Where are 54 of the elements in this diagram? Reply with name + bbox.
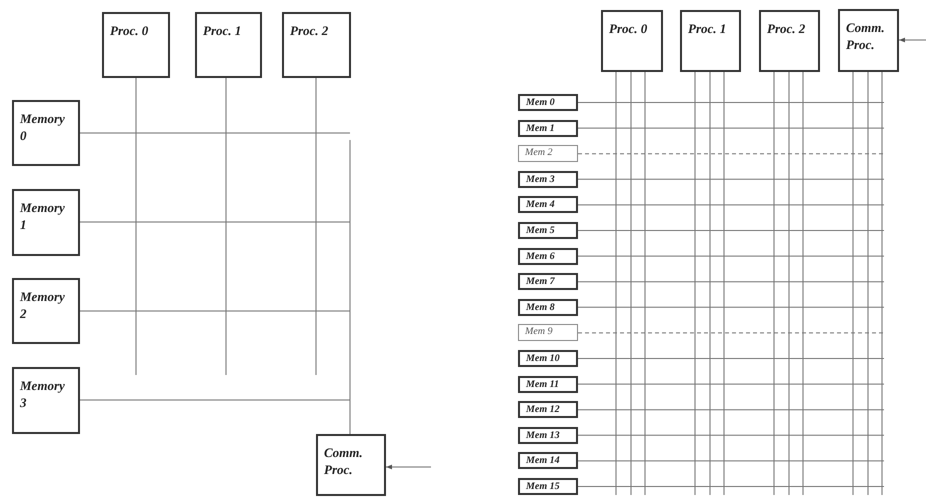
bus-line: [578, 332, 884, 334]
memory-box: Mem 0: [518, 94, 578, 111]
memory-box: Memory 3: [12, 367, 80, 434]
bus-line: [578, 128, 884, 129]
bus-line: [578, 434, 884, 436]
bus-line: [578, 256, 884, 257]
bus-line: [80, 132, 350, 134]
arrow: [898, 38, 926, 42]
processor-box: Proc. 2: [282, 12, 351, 78]
memory-box: Mem 11: [518, 376, 578, 393]
memory-box: Memory 0: [12, 100, 80, 166]
memory-box: Memory 2: [12, 278, 80, 344]
processor-box: Proc. 2: [759, 10, 820, 72]
bus-line: [802, 72, 804, 496]
bus-line: [852, 72, 854, 496]
bus-line: [694, 72, 696, 496]
bus-line: [578, 102, 884, 103]
bus-line: [578, 230, 884, 231]
processor-box: Comm. Proc.: [316, 434, 386, 496]
memory-box: Mem 13: [518, 426, 578, 444]
bus-line: [630, 72, 632, 496]
memory-box: Mem 2: [518, 145, 578, 162]
processor-box: Proc. 1: [195, 12, 262, 78]
memory-box: Mem 8: [518, 298, 578, 316]
memory-box: Mem 15: [518, 478, 578, 495]
bus-line: [644, 72, 646, 496]
arrow: [386, 464, 432, 470]
processor-box: Proc. 0: [102, 12, 170, 78]
memory-box: Mem 1: [518, 120, 578, 137]
bus-line: [80, 310, 350, 312]
bus-line: [578, 281, 884, 282]
memory-box: Mem 10: [518, 350, 578, 367]
memory-box: Mem 6: [518, 248, 578, 265]
processor-box: Comm. Proc.: [838, 9, 899, 72]
processor-box: Proc. 1: [680, 10, 741, 72]
memory-box: Mem 14: [518, 452, 578, 470]
memory-box: Mem 9: [518, 324, 578, 342]
bus-line: [578, 204, 884, 206]
processor-box: Proc. 0: [601, 10, 663, 72]
bus-line: [578, 486, 884, 487]
memory-box: Mem 4: [518, 196, 578, 214]
memory-box: Mem 12: [518, 401, 578, 418]
bus-line: [578, 153, 884, 154]
bus-line: [788, 72, 790, 496]
memory-box: Mem 3: [518, 170, 578, 188]
memory-box: Mem 5: [518, 222, 578, 239]
bus-line: [578, 358, 884, 359]
bus-line: [578, 460, 884, 462]
bus-line: [578, 409, 884, 410]
bus-line: [578, 306, 884, 308]
bus-line: [578, 384, 884, 385]
memory-box: Memory 1: [12, 189, 80, 256]
bus-line: [578, 178, 884, 180]
memory-box: Mem 7: [518, 273, 578, 290]
